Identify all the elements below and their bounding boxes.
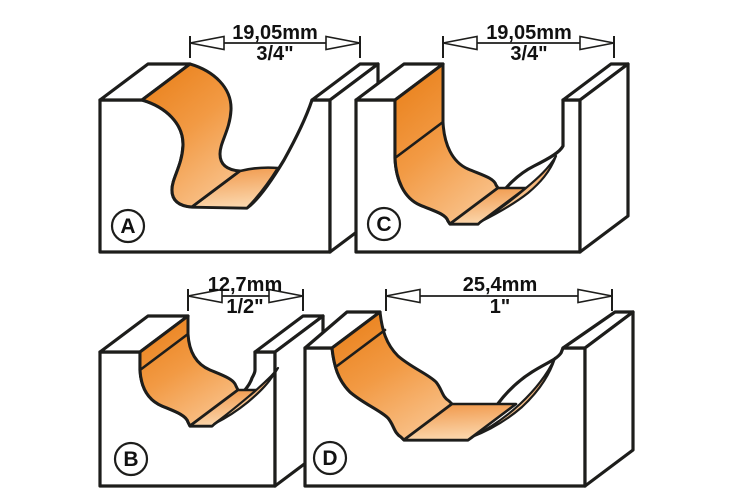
dim-d-mm: 25,4mm — [463, 274, 538, 296]
label-b: B — [123, 448, 138, 471]
dimension-d: 25,4mm 1" — [385, 274, 613, 318]
dim-b-arrow-right-icon — [268, 288, 304, 304]
block-c-side-face — [578, 62, 630, 254]
dim-a-inch: 3/4" — [256, 43, 293, 65]
block-a: A — [98, 62, 380, 254]
dim-c-arrow-left-icon — [442, 35, 478, 51]
dim-c-arrow-right-icon — [579, 35, 615, 51]
dim-c-mm: 19,05mm — [486, 22, 572, 44]
label-d: D — [322, 447, 337, 470]
block-b-cut-cove-sliver — [212, 366, 280, 426]
block-c-cut-edge-line — [393, 120, 445, 160]
block-a-cut-floor — [190, 166, 280, 210]
dim-a-arrow-right-icon — [325, 35, 361, 51]
dim-a-arrow-left-icon — [189, 35, 225, 51]
dimension-c: 19,05mm 3/4" — [442, 22, 615, 65]
dimension-b: 12,7mm 1/2" — [187, 274, 304, 318]
label-badge-c — [366, 206, 402, 242]
block-b: B — [98, 314, 325, 488]
block-d-cut-floor — [402, 402, 518, 442]
block-b-cut-edge-line — [138, 332, 190, 372]
block-a-cut-edge-line — [190, 169, 242, 209]
label-a: A — [120, 215, 135, 238]
dim-a-mm: 19,05mm — [232, 22, 318, 44]
dim-c-inch: 3/4" — [510, 43, 547, 65]
dimension-a: 19,05mm 3/4" — [189, 22, 361, 65]
label-badge-a — [110, 208, 146, 244]
block-c: C — [354, 62, 630, 254]
label-badge-b — [113, 441, 149, 477]
block-d-cut-edge-line — [335, 328, 387, 368]
block-d-cut-cove-sliver — [470, 356, 557, 439]
dim-b-inch: 1/2" — [226, 296, 263, 318]
block-d: D — [303, 310, 635, 488]
dim-d-arrow-left-icon — [385, 288, 421, 304]
dim-d-arrow-right-icon — [577, 288, 613, 304]
block-d-side-face — [583, 310, 635, 488]
label-c: C — [376, 213, 391, 236]
dim-b-mm: 12,7mm — [208, 274, 283, 296]
label-badge-d — [312, 440, 348, 476]
block-c-cut-cove-sliver — [478, 154, 558, 224]
dim-d-inch: 1" — [490, 296, 511, 318]
dim-b-arrow-left-icon — [187, 288, 223, 304]
